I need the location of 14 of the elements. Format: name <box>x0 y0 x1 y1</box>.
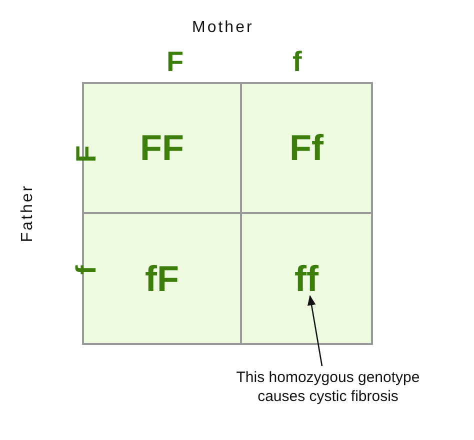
axis-title: Mother <box>192 19 254 37</box>
row-header: f <box>70 265 102 275</box>
genotype-text: Ff <box>290 127 324 169</box>
genotype-text: FF <box>140 127 184 169</box>
leader-line <box>307 294 323 366</box>
row-header: F <box>70 145 102 163</box>
genotype-text: ff <box>294 258 318 300</box>
column-header: f <box>292 46 302 78</box>
column-header: F <box>166 46 184 78</box>
annotation-text: This homozygous genotype causes cystic fibrosis <box>228 368 428 406</box>
grid-cell <box>240 82 373 214</box>
axis-title: Father <box>19 184 38 242</box>
grid-cell <box>240 212 373 345</box>
genotype-text: fF <box>145 258 179 300</box>
